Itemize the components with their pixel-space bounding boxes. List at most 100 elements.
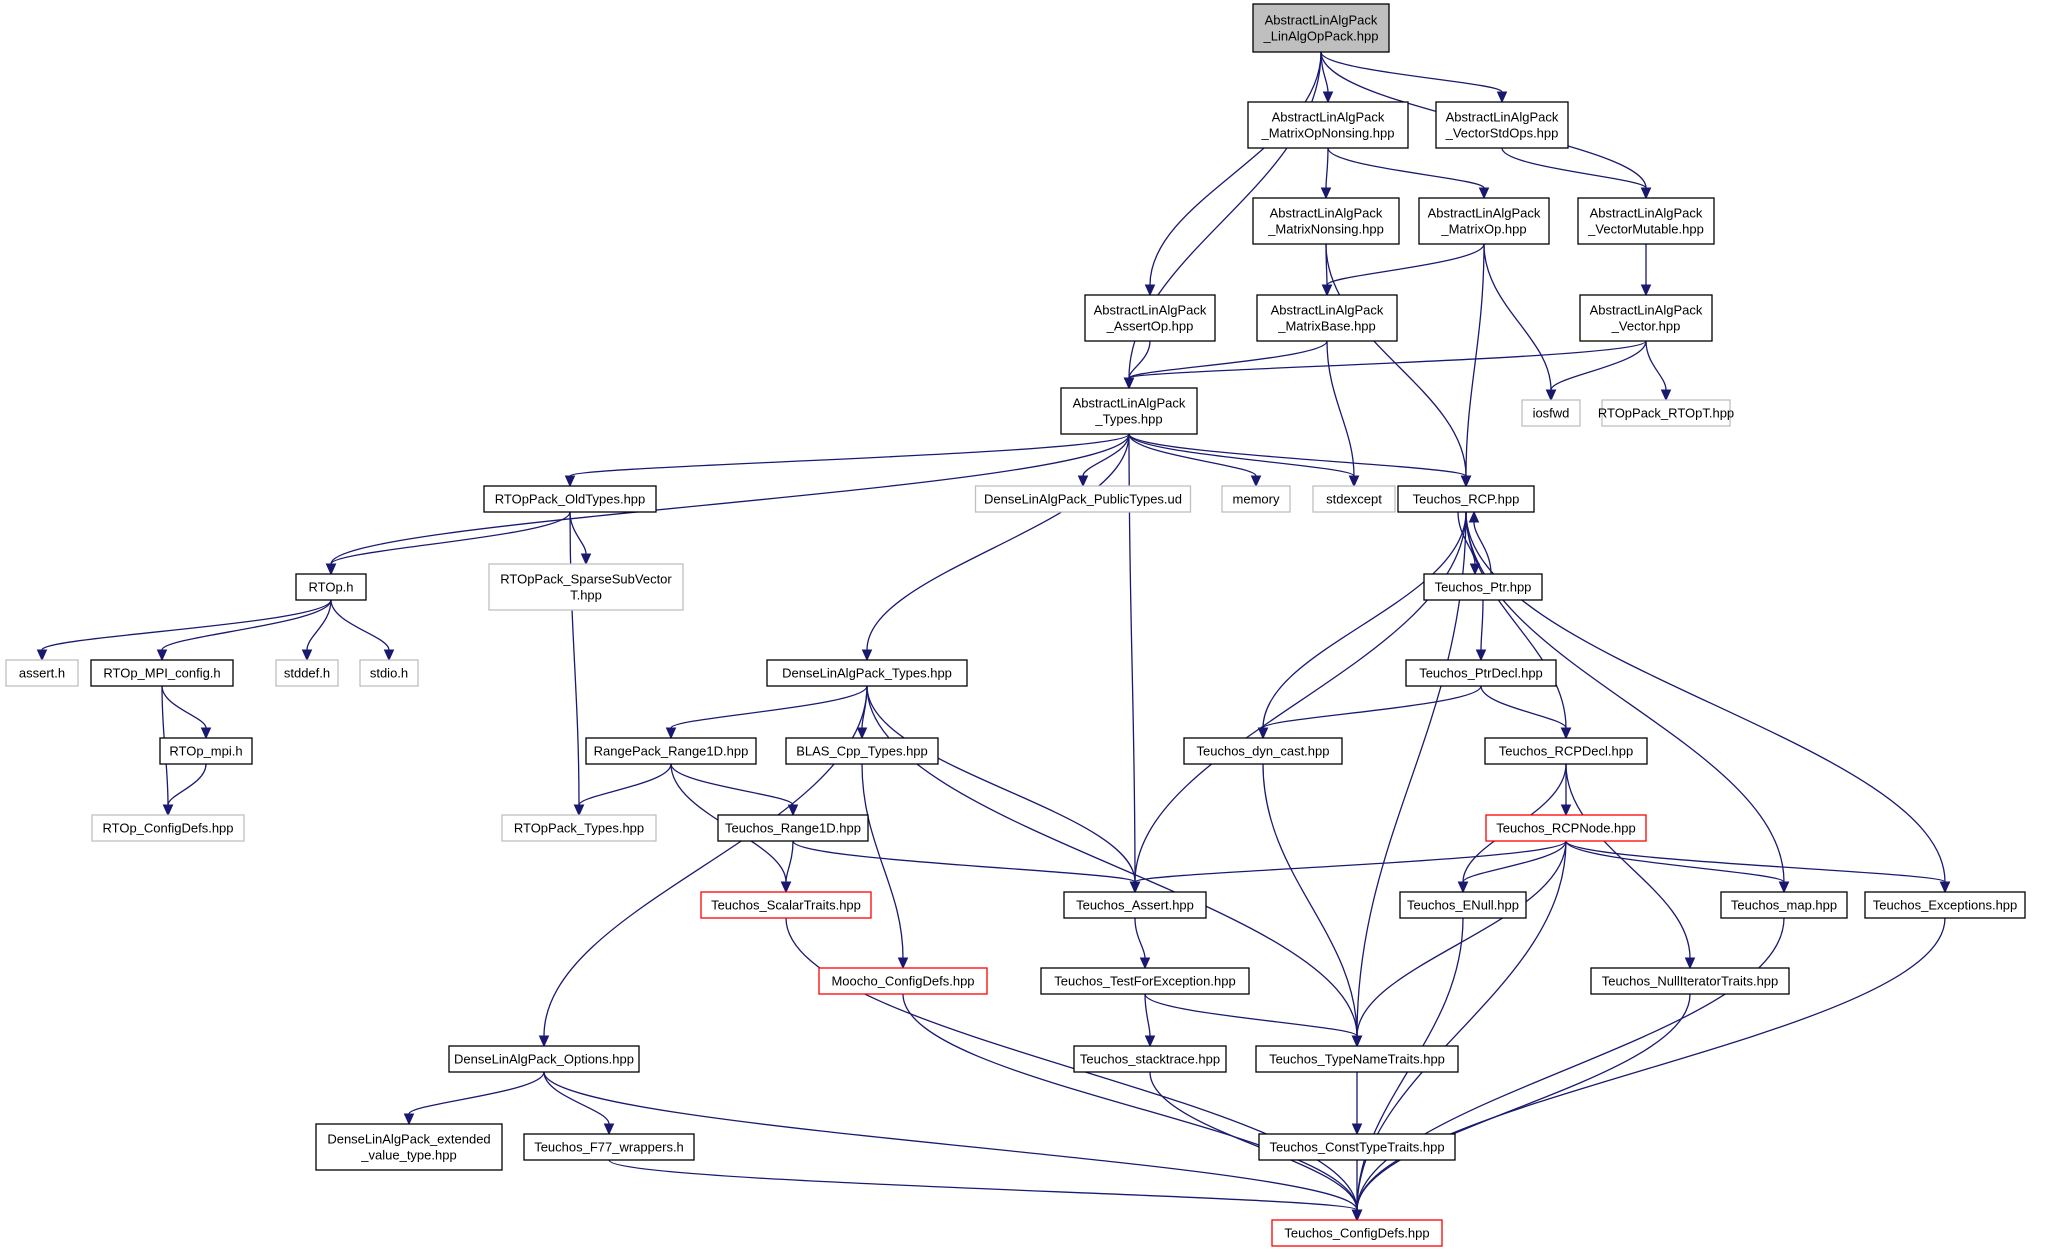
edge-types-to-rcp [1128, 433, 1472, 488]
node-tcfg[interactable]: Teuchos_ConfigDefs.hpp [1271, 1219, 1443, 1247]
node-vso[interactable]: AbstractLinAlgPack_VectorStdOps.hpp [1435, 101, 1569, 149]
node-box [523, 1133, 695, 1161]
edge-mop-to-rcp [1460, 243, 1485, 488]
edge-tfe-to-tnt [1144, 993, 1363, 1048]
node-vmut[interactable]: AbstractLinAlgPack_VectorMutable.hpp [1577, 197, 1715, 245]
node-trange1d[interactable]: Teuchos_Range1D.hpp [717, 814, 869, 842]
node-blas[interactable]: BLAS_Cpp_Types.hpp [785, 737, 939, 765]
node-box [448, 1045, 640, 1073]
node-rcp[interactable]: Teuchos_RCP.hpp [1397, 485, 1535, 513]
node-box [275, 659, 339, 687]
node-box [1221, 485, 1291, 513]
edge-root-to-aop [1144, 51, 1322, 297]
node-nullit[interactable]: Teuchos_NullIteratorTraits.hpp [1590, 967, 1790, 995]
edge-oldtypes-to-rtoph [325, 511, 571, 576]
node-label: RTOpPack_Types.hpp [514, 821, 644, 836]
node-oldtypes[interactable]: RTOpPack_OldTypes.hpp [483, 485, 657, 513]
node-mns[interactable]: AbstractLinAlgPack_MatrixNonsing.hpp [1252, 197, 1400, 245]
node-label: _VectorMutable.hpp [1587, 222, 1704, 237]
node-scalar[interactable]: Teuchos_ScalarTraits.hpp [700, 891, 872, 919]
node-aop[interactable]: AbstractLinAlgPack_AssertOp.hpp [1084, 294, 1216, 342]
edge-rtoph-to-stdio [330, 599, 395, 662]
node-box [1405, 659, 1557, 687]
node-root[interactable]: AbstractLinAlgPack_LinAlgOpPack.hpp [1252, 3, 1390, 53]
node-box [1864, 891, 2026, 919]
node-label: Teuchos_ENull.hpp [1407, 898, 1519, 913]
node-label: Teuchos_RCP.hpp [1413, 492, 1520, 507]
node-types[interactable]: AbstractLinAlgPack_Types.hpp [1060, 387, 1198, 435]
node-rtoph[interactable]: RTOp.h [295, 573, 367, 601]
node-label: AbstractLinAlgPack [1265, 13, 1378, 28]
edge-ptr-to-rcp [1468, 510, 1492, 575]
node-f77[interactable]: Teuchos_F77_wrappers.h [523, 1133, 695, 1161]
node-mopns[interactable]: AbstractLinAlgPack_MatrixOpNonsing.hpp [1247, 101, 1409, 149]
edge-dltypes-to-range1d [665, 685, 868, 740]
node-box [717, 814, 869, 842]
node-stack[interactable]: Teuchos_stacktrace.hpp [1073, 1045, 1227, 1073]
node-dlext[interactable]: DenseLinAlgPack_extended_value_type.hpp [315, 1123, 503, 1171]
node-ctt[interactable]: Teuchos_ConstTypeTraits.hpp [1258, 1133, 1456, 1161]
node-tnt[interactable]: Teuchos_TypeNameTraits.hpp [1255, 1045, 1459, 1073]
node-dlopt[interactable]: DenseLinAlgPack_Options.hpp [448, 1045, 640, 1073]
node-label: stdexcept [1326, 492, 1382, 507]
edge-rtoph-to-asserth [36, 599, 332, 662]
node-dltypes[interactable]: DenseLinAlgPack_Types.hpp [766, 659, 968, 687]
node-box [1579, 294, 1713, 342]
node-rtoptypes: RTOpPack_Types.hpp [501, 814, 657, 842]
edge-types-to-dltypes [861, 433, 1130, 662]
node-rtopt: RTOpPack_RTOpT.hpp [1598, 399, 1734, 427]
node-label: _AssertOp.hpp [1106, 319, 1194, 334]
node-tfe[interactable]: Teuchos_TestForException.hpp [1040, 967, 1250, 995]
node-mop[interactable]: AbstractLinAlgPack_MatrixOp.hpp [1418, 197, 1550, 245]
node-label: _value_type.hpp [360, 1148, 456, 1163]
node-moocfg[interactable]: Moocho_ConfigDefs.hpp [818, 967, 988, 995]
node-box [1258, 1133, 1456, 1161]
edge-root-to-vso [1320, 51, 1508, 104]
node-ptr[interactable]: Teuchos_Ptr.hpp [1423, 573, 1543, 601]
node-dyncast[interactable]: Teuchos_dyn_cast.hpp [1183, 737, 1343, 765]
edge-types-to-oldtypes [564, 433, 1130, 488]
node-mbase[interactable]: AbstractLinAlgPack_MatrixBase.hpp [1256, 294, 1398, 342]
edge-rcpnode-to-map [1565, 840, 1790, 894]
node-enull[interactable]: Teuchos_ENull.hpp [1399, 891, 1527, 919]
node-box [818, 967, 988, 995]
node-label: AbstractLinAlgPack [1094, 303, 1207, 318]
edge-mpih-to-rtopcfg [162, 763, 207, 817]
node-box [1720, 891, 1848, 919]
node-box [1060, 387, 1198, 435]
node-label: stdio.h [370, 666, 408, 681]
edge-mopns-to-mns [1320, 147, 1332, 200]
node-mpih[interactable]: RTOp_mpi.h [159, 737, 253, 765]
node-label: T.hpp [570, 588, 602, 603]
edge-rcp-to-dyncast [1257, 511, 1467, 740]
node-ptrdecl[interactable]: Teuchos_PtrDecl.hpp [1405, 659, 1557, 687]
edge-mop-to-iosfwd [1483, 243, 1557, 402]
node-box [974, 485, 1192, 513]
edge-ptr-to-ptrdecl [1475, 599, 1487, 662]
edge-rcpnode-to-tnt [1351, 840, 1567, 1048]
edge-blas-to-moocfg [861, 763, 909, 970]
node-label: AbstractLinAlgPack [1590, 303, 1703, 318]
node-box [1601, 399, 1731, 427]
node-label: Teuchos_F77_wrappers.h [534, 1140, 684, 1155]
node-label: RTOpPack_OldTypes.hpp [495, 492, 646, 507]
node-box [1252, 197, 1400, 245]
node-label: Teuchos_map.hpp [1731, 898, 1837, 913]
node-rcpnode[interactable]: Teuchos_RCPNode.hpp [1485, 814, 1647, 842]
node-range1d[interactable]: RangePack_Range1D.hpp [585, 737, 757, 765]
node-label: _MatrixOpNonsing.hpp [1261, 126, 1395, 141]
node-rcpdecl[interactable]: Teuchos_RCPDecl.hpp [1484, 737, 1648, 765]
node-label: RTOp.h [308, 580, 353, 595]
edge-mopns-to-mop [1327, 147, 1490, 200]
node-label: _Vector.hpp [1611, 319, 1681, 334]
node-tassert[interactable]: Teuchos_Assert.hpp [1063, 891, 1207, 919]
node-box [1485, 814, 1647, 842]
node-mpiconfig[interactable]: RTOp_MPI_config.h [90, 659, 234, 687]
edge-rcpnode-to-tassert [1129, 840, 1567, 894]
node-exc[interactable]: Teuchos_Exceptions.hpp [1864, 891, 2026, 919]
node-label: AbstractLinAlgPack [1446, 110, 1559, 125]
node-vec[interactable]: AbstractLinAlgPack_Vector.hpp [1579, 294, 1713, 342]
node-box [766, 659, 968, 687]
node-map[interactable]: Teuchos_map.hpp [1720, 891, 1848, 919]
